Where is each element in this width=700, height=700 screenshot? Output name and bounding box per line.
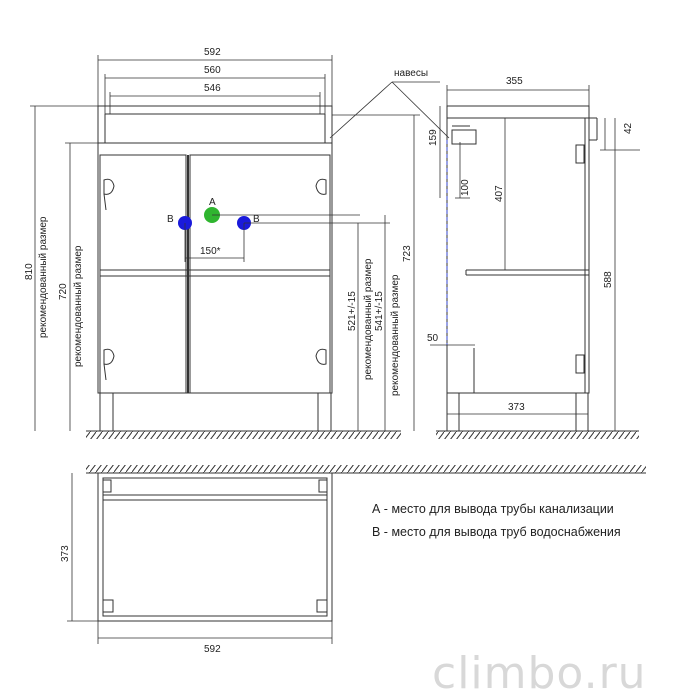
front-dim-texts: 592 560 546 150* 810 рекомендованный раз… [24,47,428,396]
front-body [97,142,333,394]
side-wall-bracket [451,129,477,145]
label-recommended-720: рекомендованный размер [73,245,84,367]
side-view [446,105,598,432]
dim-546: 546 [204,83,221,94]
mark-b-right: B [253,214,260,225]
top-dimensions [67,473,333,644]
side-leg-right [575,392,589,432]
front-leg-left [99,392,114,432]
front-door-right [189,154,331,394]
watermark: climbo.ru [432,648,647,699]
top-view-wall [86,465,646,474]
side-dim-texts: 355 159 100 407 42 588 50 373 [427,76,634,413]
side-dim-373: 373 [508,402,525,413]
front-view [97,105,333,432]
front-countertop [97,105,333,144]
front-door-left [99,154,187,394]
top-view [97,472,333,622]
side-dim-407: 407 [494,185,505,202]
mark-b-left: B [167,214,174,225]
dim-720: 720 [58,283,69,300]
front-hinges [103,178,327,381]
top-dim-592: 592 [204,644,221,655]
label-recommended-521: рекомендованный размер [363,258,374,380]
top-outline [97,472,333,622]
dim-521: 521+/-15 [347,291,358,331]
top-dim-373: 373 [60,545,71,562]
label-recommended-810: рекомендованный размер [38,216,49,338]
side-countertop [446,105,590,119]
side-floor [436,430,639,439]
side-dim-50: 50 [427,333,439,344]
dim-150: 150* [200,246,221,257]
side-dim-100: 100 [460,179,471,196]
pipe-markers: A B B [167,197,260,230]
side-dim-42: 42 [623,122,634,134]
front-leg-right [317,392,332,432]
side-dimensions [430,85,640,431]
label-hinges: навесы [394,68,428,79]
dim-560: 560 [204,65,221,76]
mark-a: A [209,197,216,208]
front-dimensions [30,55,450,431]
dim-592-top: 592 [204,47,221,58]
front-floor [86,430,401,439]
dim-810: 810 [24,263,35,280]
side-dim-588: 588 [603,271,614,288]
side-body [446,117,590,394]
dim-723: 723 [402,245,413,262]
dim-541: 541+/-15 [374,291,385,331]
side-leg-left [446,392,460,432]
legend-line-a: А - место для вывода трубы канализации [372,502,614,516]
label-recommended-723: рекомендованный размер [390,274,401,396]
side-dim-159: 159 [428,129,439,146]
side-dim-355: 355 [506,76,523,87]
legend-line-b: В - место для вывода труб водоснабжения [372,525,621,539]
